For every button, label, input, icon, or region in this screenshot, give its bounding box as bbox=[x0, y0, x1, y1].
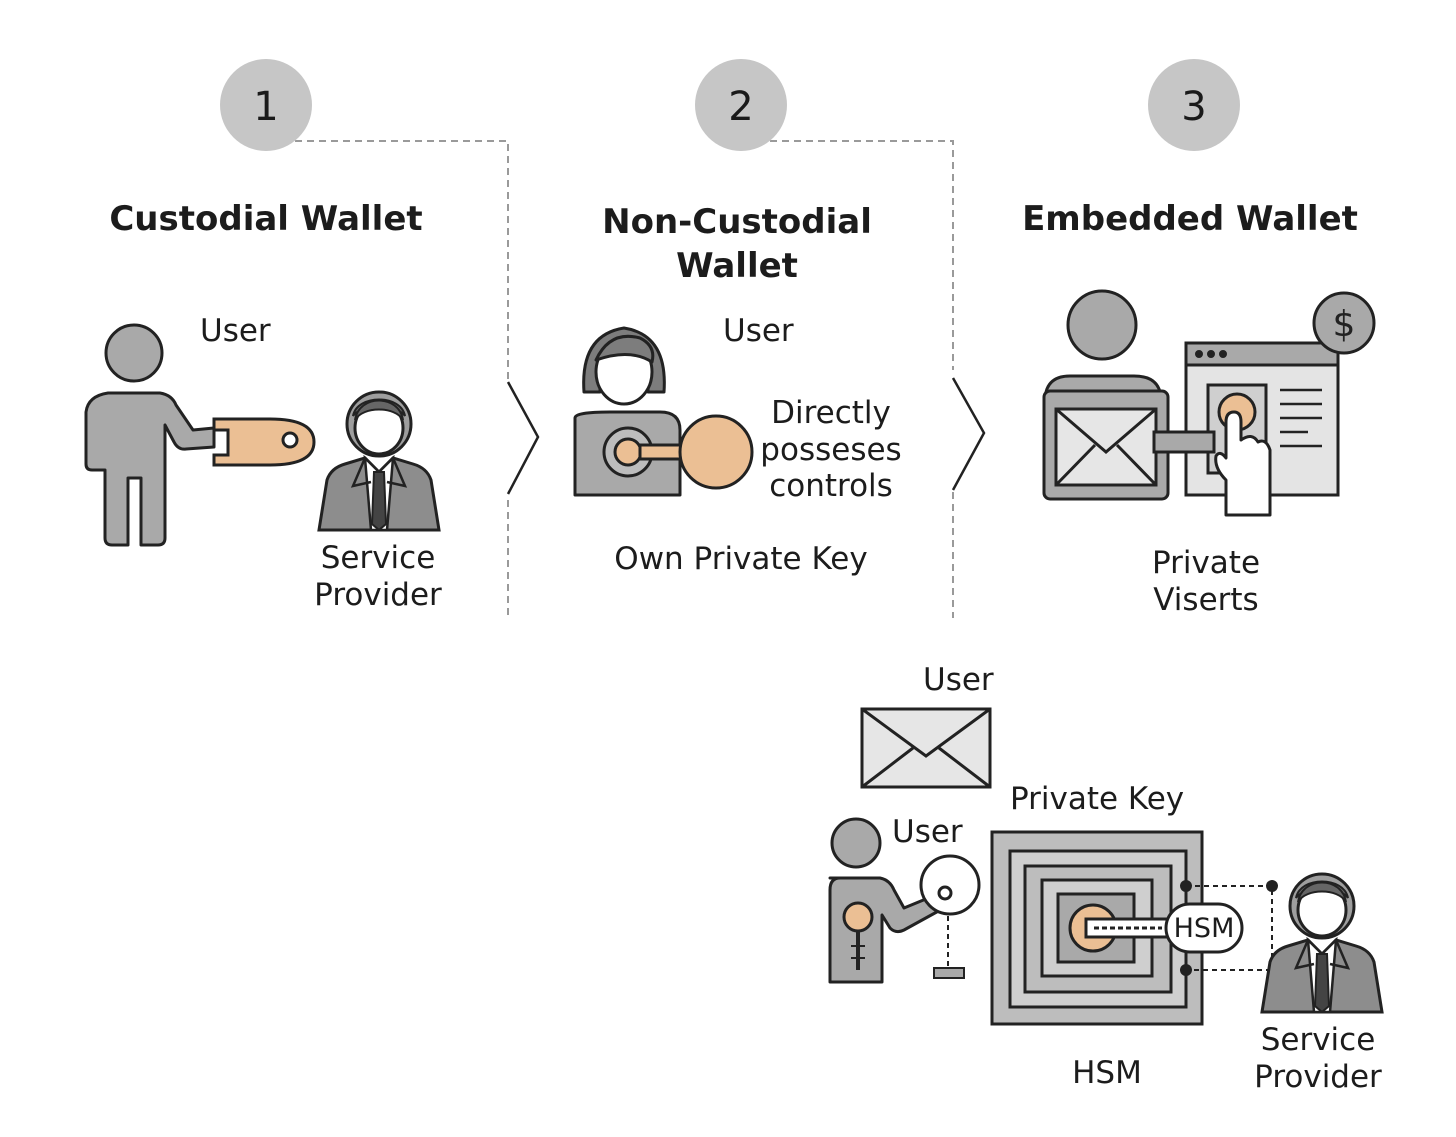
step-3-number: 3 bbox=[1181, 84, 1206, 130]
tether-icon bbox=[933, 916, 965, 979]
step-2-number: 2 bbox=[728, 84, 753, 130]
custodial-user-label: User bbox=[200, 313, 271, 349]
chevron-right-icon bbox=[506, 381, 540, 495]
arm-icon bbox=[1152, 430, 1216, 454]
connection-lines bbox=[1180, 880, 1278, 976]
email-icon bbox=[860, 707, 992, 789]
embedded-caption-line1: Private bbox=[1151, 545, 1261, 581]
custodial-wallet-title: Custodial Wallet bbox=[109, 199, 423, 239]
own-private-key-caption: Own Private Key bbox=[614, 541, 868, 577]
email-user-label: User bbox=[923, 662, 994, 698]
step-1-badge bbox=[220, 59, 312, 151]
key-icon bbox=[212, 417, 316, 467]
non-custodial-note-line1: Directly bbox=[771, 395, 891, 431]
panel-connector-2 bbox=[770, 140, 954, 618]
embedded-caption: Private Viserts bbox=[1126, 545, 1286, 619]
non-custodial-user-label: User bbox=[723, 313, 794, 349]
embedded-wallet-title: Embedded Wallet bbox=[1022, 199, 1358, 239]
private-key-icon bbox=[602, 414, 754, 490]
hsm-user-label: User bbox=[892, 814, 963, 850]
non-custodial-note: Directly posseses controls bbox=[756, 395, 906, 505]
currency-badge: $ bbox=[1312, 291, 1376, 355]
hsm-caption: HSM bbox=[1072, 1055, 1142, 1091]
step-3-badge bbox=[1148, 59, 1240, 151]
non-custodial-note-line2: posseses bbox=[760, 431, 902, 468]
envelope-icon bbox=[1054, 407, 1158, 487]
hsm-user-icon bbox=[828, 817, 981, 984]
pointing-hand-icon bbox=[1214, 410, 1272, 517]
embedded-caption-line2: Viserts bbox=[1153, 582, 1259, 619]
panel-connector-1 bbox=[295, 140, 509, 618]
dollar-icon: $ bbox=[1333, 304, 1356, 345]
hsm-provider-label: Service Provider bbox=[1236, 1022, 1400, 1096]
hsm-service-provider-icon bbox=[1260, 872, 1384, 1014]
service-provider-icon bbox=[317, 390, 441, 532]
step-1-number: 1 bbox=[253, 84, 278, 130]
hsm-provider-line2: Provider bbox=[1254, 1059, 1382, 1096]
custodial-provider-line2: Provider bbox=[314, 577, 442, 614]
non-custodial-title-line2: Wallet bbox=[676, 246, 798, 287]
hsm-provider-line1: Service bbox=[1260, 1022, 1376, 1058]
step-2-badge bbox=[695, 59, 787, 151]
user-figure-icon bbox=[84, 323, 216, 547]
private-key-label: Private Key bbox=[1010, 781, 1185, 817]
custodial-provider-label: Service Provider bbox=[298, 540, 458, 614]
hsm-tag: HSM bbox=[1173, 913, 1235, 944]
custodial-provider-line1: Service bbox=[320, 540, 436, 576]
non-custodial-note-line3: controls bbox=[769, 468, 893, 505]
non-custodial-wallet-title: Non-Custodial Wallet bbox=[560, 200, 914, 288]
non-custodial-title-line1: Non-Custodial bbox=[602, 202, 872, 242]
hsm-key-icon bbox=[1068, 902, 1244, 954]
chevron-right-icon bbox=[951, 377, 986, 491]
